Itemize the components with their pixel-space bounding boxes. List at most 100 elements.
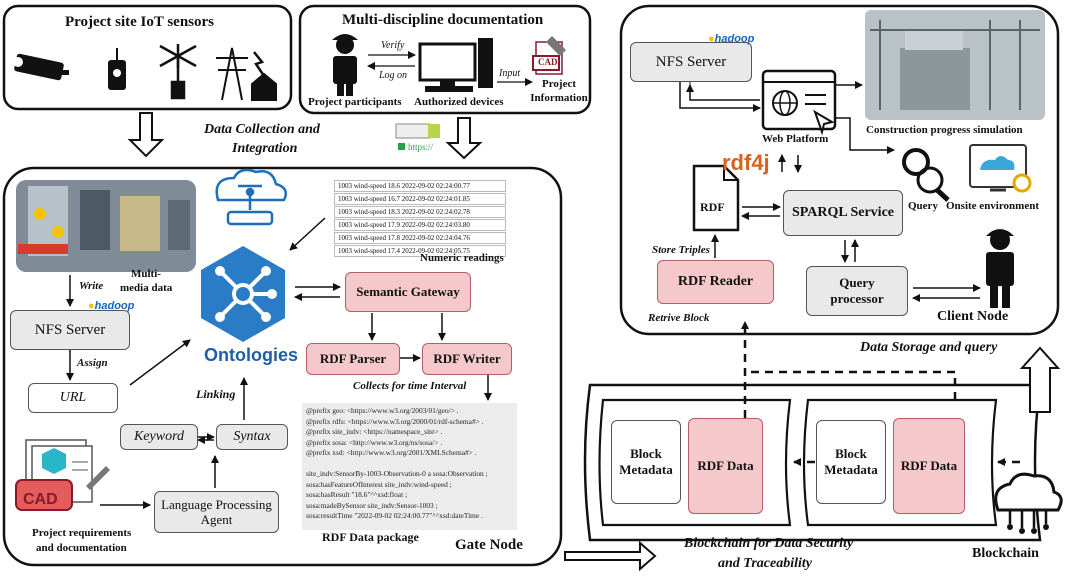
camera-icon — [13, 53, 69, 81]
ontologies-label: Ontologies — [204, 345, 298, 365]
https-label: https:// — [408, 142, 434, 152]
keyword-box: Keyword — [120, 424, 198, 450]
reading-line: 1003 wind-speed 18.6 2022-09-02 02:24:00… — [334, 180, 506, 192]
ontologies-icon — [201, 246, 285, 342]
cad-label-top: CAD — [538, 57, 558, 67]
project-requirements-label-2: and documentation — [36, 542, 127, 554]
multimedia-label: Multi- — [131, 268, 161, 280]
client-node-label: Client Node — [937, 309, 1009, 324]
reading-line: 1003 wind-speed 16.7 2022-09-02 02:24:01… — [334, 193, 506, 205]
query-gear-icon — [902, 148, 950, 202]
rdf-code-line: site_indv:SensorBy-1003-Observation-0 a … — [306, 469, 488, 478]
reading-line: 1003 wind-speed 17.4 2022-09-02 02:24:05… — [334, 245, 506, 257]
rdf-code-line: @prefix sosa: <http://www.w3.org/ns/sosa… — [306, 437, 443, 447]
rdf-code-line: @prefix site_indv: <https://namespace_si… — [306, 427, 443, 436]
computer-icon — [418, 38, 493, 92]
rdf-code-panel: @prefix geo: <https://www.w3.org/2003/01… — [302, 403, 517, 530]
substation-sim-icon — [865, 10, 1045, 120]
input-label: Input — [499, 68, 521, 79]
blockchain-cloud-icon — [994, 472, 1063, 534]
hadoop-badge-gate: ●hadoop — [88, 300, 135, 312]
smart-sensor-icon — [108, 48, 126, 90]
cad-file-icon — [532, 36, 566, 75]
rdf-data-block-1: RDF Data — [688, 418, 763, 514]
multimedia-label-2: media data — [120, 282, 173, 294]
hadoop-badge-storage: ●hadoop — [708, 33, 755, 45]
sparql-service-box: SPARQL Service — [783, 190, 903, 236]
ssl-badge-icon — [395, 123, 440, 150]
data-collection-label: Data Collection and — [204, 122, 320, 137]
iot-sensors-panel — [2, 4, 293, 111]
participant-icon — [332, 34, 358, 96]
rdf4j-logo: rdf4j — [722, 150, 770, 175]
blockchain-caption: Blockchain for Data Security — [684, 536, 854, 551]
web-platform-label: Web Platform — [762, 133, 829, 145]
data-storage-label: Data Storage and query — [860, 340, 998, 355]
gate-node-label: Gate Node — [455, 537, 523, 553]
rdf-code-line: @prefix xsd: <http://www.w3.org/2001/XML… — [306, 448, 477, 457]
reading-line: 1003 wind-speed 17.8 2022-09-02 02:24:04… — [334, 232, 506, 244]
authorized-devices-label: Authorized devices — [414, 96, 504, 108]
project-information-label: Project — [542, 78, 576, 90]
rdf-reader-box: RDF Reader — [657, 260, 774, 304]
rdf-code-line — [306, 459, 513, 470]
rdf-code-line: sosa:hasFeatureOfInterest site_indv:wind… — [306, 479, 452, 489]
blockchain-caption-2: and Traceability — [718, 556, 812, 571]
rdf-code-line: @prefix rdfs: <https://www.w3.org/2000/0… — [306, 416, 484, 426]
syntax-box: Syntax — [216, 424, 288, 450]
logon-label: Log on — [379, 70, 408, 81]
query-label: Query — [908, 200, 938, 212]
store-triples-label: Store Triples — [652, 244, 710, 256]
rdf-package-label: RDF Data package — [322, 530, 419, 544]
onsite-environment-icon — [969, 144, 1032, 193]
semantic-gateway-box: Semantic Gateway — [345, 272, 471, 312]
multimedia-photo-icon — [16, 180, 196, 272]
numeric-readings-label: Numeric readings — [420, 252, 504, 264]
nfs-server-box: NFS Server — [10, 310, 130, 350]
construction-sim-label: Construction progress simulation — [866, 124, 1023, 136]
data-collection-label-2: Integration — [232, 141, 298, 156]
project-participants-label: Project participants — [308, 96, 402, 108]
rdf-code-line: @prefix geo: <https://www.w3.org/2003/01… — [306, 406, 459, 415]
rdf-code-line: sosa:madeBySensor site_indv:Sensor-1003 … — [306, 500, 438, 510]
assign-label: Assign — [77, 357, 108, 369]
retrive-block-label: Retrive Block — [648, 312, 710, 324]
hollow-arrow-right — [564, 540, 657, 572]
linking-label: Linking — [196, 387, 236, 401]
onsite-label: Onsite environment — [946, 200, 1039, 212]
write-label: Write — [79, 280, 104, 292]
cad-label: CAD — [23, 491, 58, 508]
hollow-arrow-down-right — [445, 117, 483, 160]
power-tower-icon — [216, 47, 277, 101]
verify-label: Verify — [381, 40, 405, 51]
wind-sensor-icon — [159, 44, 197, 100]
documentation-title: Multi-discipline documentation — [342, 12, 544, 28]
rdf-code-line: sosa:resultTime "2022-09-02 02:24:00.77"… — [306, 511, 483, 520]
reading-line: 1003 wind-speed 17.9 2022-09-02 02:24:03… — [334, 219, 506, 231]
hollow-arrow-down-left — [127, 112, 165, 158]
web-platform-icon — [761, 69, 837, 136]
cloud-network-icon — [215, 168, 287, 226]
client-person-icon — [986, 229, 1014, 308]
nfs-server-storage-box: NFS Server — [630, 42, 752, 82]
reading-line: 1003 wind-speed 18.3 2022-09-02 02:24:02… — [334, 206, 506, 218]
rdf-code-line: sosa:hasResult "18.6"^^xsd:float ; — [306, 490, 408, 499]
rdf-file-icon — [692, 164, 740, 232]
collects-label: Collects for time Interval — [353, 380, 467, 392]
rdf-parser-box: RDF Parser — [306, 343, 400, 375]
hollow-arrow-up — [1019, 346, 1061, 413]
requirements-doc-icon — [15, 439, 110, 511]
blockchain-label: Blockchain — [972, 546, 1039, 561]
rdf-data-block-2: RDF Data — [893, 418, 965, 514]
project-information-label-2: Information — [530, 92, 588, 104]
iot-sensors-title: Project site IoT sensors — [65, 14, 215, 30]
url-box: URL — [28, 383, 118, 413]
project-requirements-label: Project requirements — [32, 527, 132, 539]
rdf-writer-box: RDF Writer — [422, 343, 512, 375]
rdf-file-label: RDF — [700, 200, 725, 214]
